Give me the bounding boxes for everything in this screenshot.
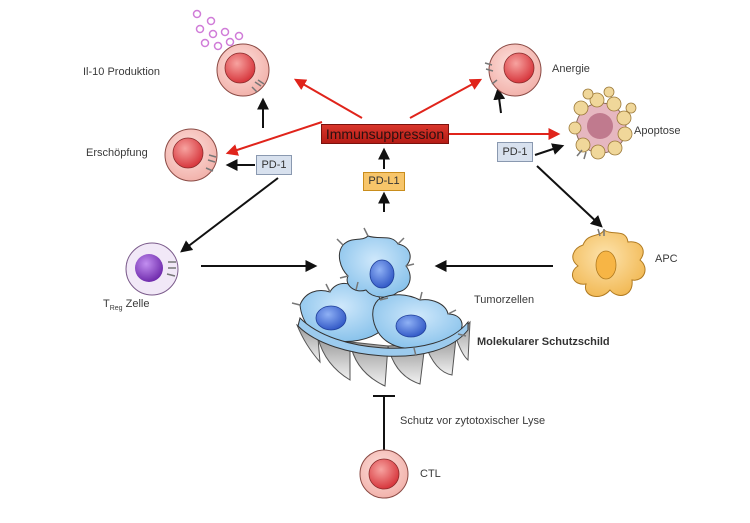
label-treg-cell: TReg Zelle: [103, 298, 149, 312]
tumor-nuclei: [315, 259, 427, 338]
label-erschoepfung: Erschöpfung: [86, 147, 148, 159]
treg-t: T: [103, 298, 110, 310]
red-arrows: [225, 78, 561, 156]
tcell-ctl: [359, 449, 409, 499]
label-schutz-lyse: Schutz vor zytotoxischer Lyse: [400, 415, 546, 427]
tcell-il10: [216, 43, 270, 97]
apoptotic-cell: [568, 86, 637, 160]
il10-dots: [192, 9, 244, 51]
immunsuppression-box: Immunsuppression: [321, 124, 449, 144]
label-tumorzellen: Tumorzellen: [474, 294, 535, 306]
label-apc: APC: [655, 253, 678, 265]
apc-cell: [571, 228, 646, 298]
treg-cell: [125, 242, 179, 296]
tumor-receptors: [291, 227, 467, 357]
treg-rest: Zelle: [122, 298, 150, 310]
label-apoptose: Apoptose: [634, 125, 681, 137]
inhibition-line: [373, 395, 395, 452]
tcell-erschoepfung: [164, 128, 218, 182]
label-molekularer-schutzschild: Molekularer Schutzschild: [477, 336, 610, 348]
label-anergie: Anergie: [552, 63, 590, 75]
black-arrows: [180, 87, 603, 272]
label-il10-production: Il-10 Produktion: [83, 66, 161, 78]
pd1-box-left: PD-1: [256, 155, 292, 175]
treg-subscript: Reg: [109, 305, 123, 313]
pdl1-box: PD-L1: [363, 172, 405, 191]
label-ctl: CTL: [420, 468, 441, 480]
tcell-anergie: [484, 43, 542, 97]
tumor-cells: [297, 235, 469, 357]
pd1-box-right: PD-1: [497, 142, 533, 162]
